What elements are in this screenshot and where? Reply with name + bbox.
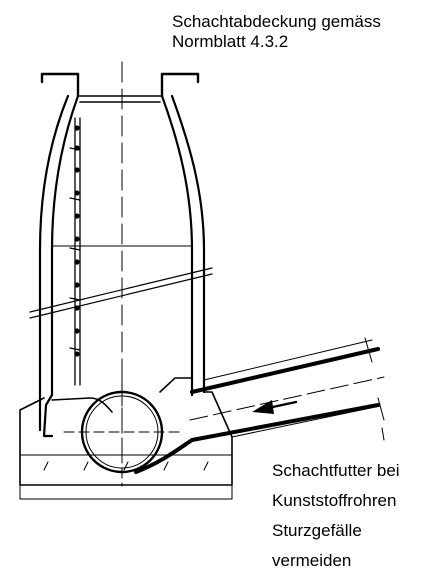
shaft-wall-left [38,94,80,438]
notes-label-line1: Schachtfutter bei [272,461,400,480]
notes-label: Schachtfutter bei Kunststoffrohren Sturz… [272,456,400,576]
notes-label-line3: Sturzgefälle [272,521,362,540]
channel-benching [51,377,193,413]
section-cut-lines [29,267,213,319]
cover-label-line2: Normblatt 4.3.2 [172,32,289,51]
cover-label-line1: Schachtabdeckung gemäss [172,12,381,31]
shaft-wall-right [160,94,206,397]
cover-label: Schachtabdeckung gemäss Normblatt 4.3.2 [172,12,381,52]
flow-arrow [252,400,298,414]
foundation-base [19,391,233,500]
outlet-pipe-section [63,377,181,487]
notes-label-line2: Kunststoffrohren [272,491,397,510]
manhole-cover-frame [40,72,200,103]
step-irons [74,125,80,357]
notes-label-line4: vermeiden [272,551,352,570]
inlet-pipe [134,337,385,474]
ladder [69,117,81,386]
